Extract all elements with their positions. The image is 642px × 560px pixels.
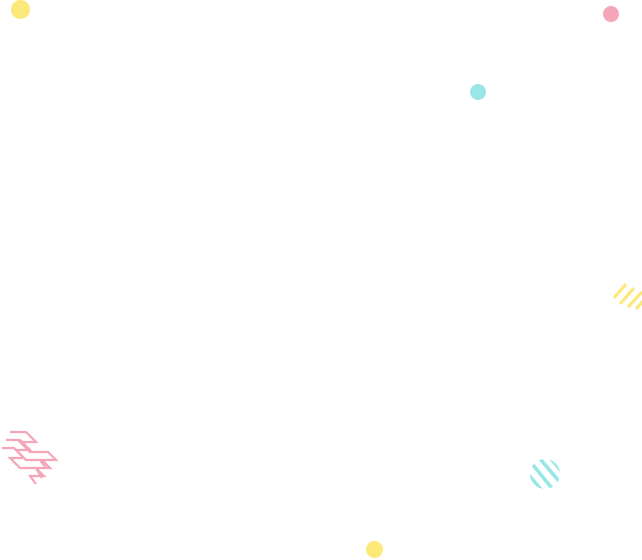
yellow-dot-icon (366, 541, 383, 558)
pink-zigzag-lines-icon (2, 430, 58, 484)
yellow-dot-icon (11, 0, 30, 19)
pink-dot-icon (603, 6, 619, 22)
yellow-diagonal-stripes-icon (612, 282, 642, 310)
cyan-dot-icon (470, 84, 486, 100)
cyan-striped-circle-icon (530, 459, 560, 489)
